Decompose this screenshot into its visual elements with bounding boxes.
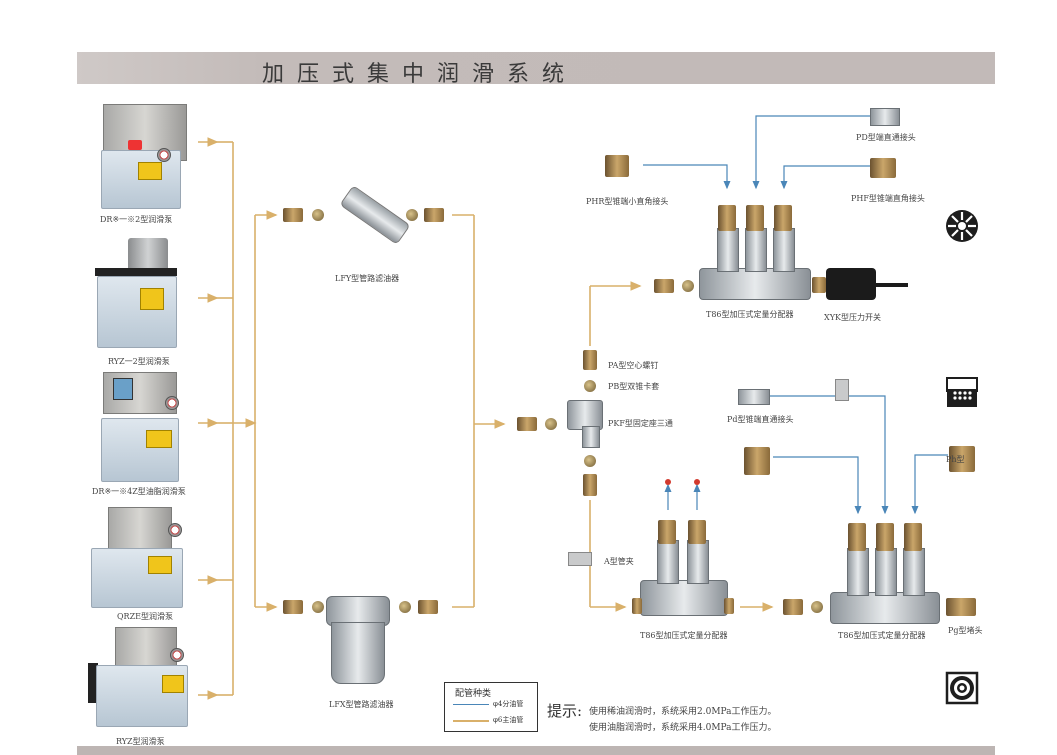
fitting-label-pkf: PKF型固定座三通: [608, 419, 673, 428]
branch-pipes: [643, 115, 948, 515]
distributor-label: T86型加压式定量分配器: [706, 310, 794, 319]
pump-label: DR※一※4Z型油脂润滑泵: [92, 487, 186, 496]
filter-label: LFX型管路滤油器: [329, 700, 394, 709]
legend-swatch-main: [453, 720, 489, 722]
pump-label: RYZ型润滑泵: [116, 737, 165, 746]
outlet-dot: [665, 479, 671, 485]
fitting-label-phr: PHR型锥端小直角接头: [586, 197, 669, 206]
fitting-label-pd: PD型端直通接头: [856, 133, 916, 142]
distributor-label: T86型加压式定量分配器: [640, 631, 728, 640]
note-line: 使用稀油润滑时，系统采用2.0MPa工作压力。: [589, 707, 777, 717]
distributor-label: T86型加压式定量分配器: [838, 631, 926, 640]
phf-elbow: [870, 158, 896, 178]
legend-item: φ4分油管: [493, 700, 524, 708]
outlet-dot: [694, 479, 700, 485]
filter-label: LFY型管路滤油器: [335, 274, 400, 283]
pump-label: QRZE型润滑泵: [117, 612, 173, 621]
fitting-label-pb: PB型双锥卡套: [608, 382, 660, 391]
title-bar: [77, 52, 995, 84]
pd-straight-mid: [738, 389, 770, 405]
pipe-legend: 配管种类 φ4分油管 φ6主油管: [444, 682, 538, 732]
fitting-label-ph: Ph型: [946, 455, 965, 464]
pipe-clamp: [835, 379, 849, 401]
fitting-label-pg: Pg型堵头: [948, 626, 983, 635]
note-prefix: 提示:: [547, 702, 583, 720]
bearing-block-icon: [946, 377, 978, 407]
pump-label: DR※一※2型润滑泵: [100, 215, 173, 224]
fitting-label-a-clamp: A型管夹: [604, 557, 634, 566]
pipe-clamp: [568, 552, 592, 566]
main-pipes: [198, 137, 774, 700]
legend-item: φ6主油管: [493, 716, 524, 724]
pd-straight: [870, 108, 900, 126]
fitting-label-phf: PHF型锥端直角接头: [851, 194, 925, 203]
fitting-label-pd-mid: Pd型锥端直通接头: [727, 415, 794, 424]
note-line: 使用油脂润滑时，系统采用4.0MPa工作压力。: [589, 723, 777, 733]
page-title: 加压式集中润滑系统: [262, 62, 578, 87]
elbow-fitting: [744, 447, 770, 475]
bottom-bar: [77, 746, 995, 755]
gear-wheel-icon: [946, 210, 978, 242]
phr-elbow: [605, 155, 629, 177]
ph-elbow: [949, 446, 975, 472]
legend-title: 配管种类: [455, 689, 492, 699]
fitting-label-xyk: XYK型压力开关: [824, 313, 881, 322]
ring-bearing-icon: [945, 671, 979, 705]
fitting-label-pa: PA型空心螺钉: [608, 361, 659, 370]
pump-label: RYZ一2型润滑泵: [108, 357, 170, 366]
legend-swatch-branch: [453, 704, 489, 705]
